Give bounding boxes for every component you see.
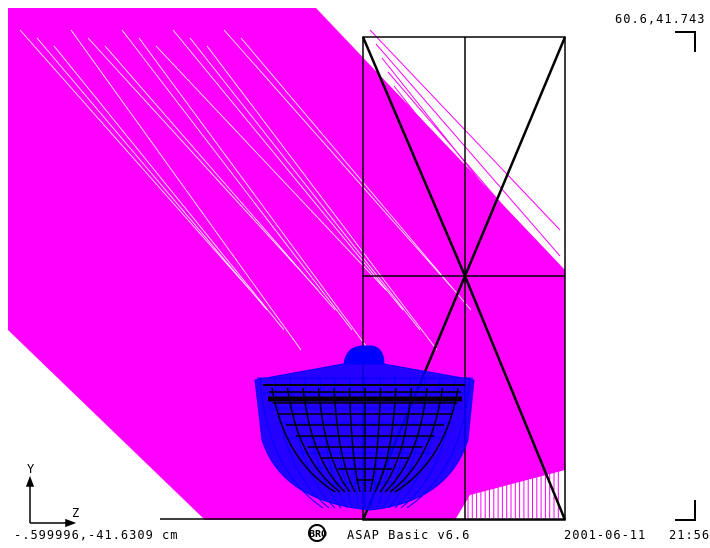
black-mesh-meridian xyxy=(271,387,336,493)
ray-line xyxy=(381,57,561,283)
ray-gap-line xyxy=(223,29,455,291)
black-mesh-meridian xyxy=(369,387,382,493)
ray-gap-line xyxy=(36,37,268,311)
ray-gap-line xyxy=(70,29,302,351)
black-mesh-lines xyxy=(269,387,461,493)
black-mesh-meridian xyxy=(348,387,361,493)
black-mesh-meridian xyxy=(286,387,341,493)
ray-line xyxy=(375,43,561,257)
ray-line xyxy=(393,155,561,357)
ray-line xyxy=(393,225,561,451)
ray-gaps xyxy=(19,29,472,351)
reflector-mesh-black xyxy=(263,384,465,493)
axis-z-label: Z xyxy=(72,506,81,520)
ray-gap-line xyxy=(172,29,404,311)
ray-gap-line xyxy=(155,45,387,291)
ray-line xyxy=(387,71,561,273)
axis-z-arrowhead xyxy=(65,518,77,528)
reflector-cap xyxy=(343,345,385,365)
frame-outer xyxy=(362,36,566,521)
ray-gap-line xyxy=(87,37,319,291)
blue-mesh-meridian xyxy=(259,377,324,509)
ray-gap-line xyxy=(53,45,285,331)
ray-line xyxy=(375,113,561,315)
render-time: 21:56 xyxy=(669,528,710,542)
corner-marker-top-right xyxy=(675,31,696,52)
black-mesh-meridian xyxy=(374,387,397,493)
ray-line xyxy=(393,85,561,299)
ray-gap-line xyxy=(104,45,336,311)
axis-y-label: Y xyxy=(27,462,36,476)
black-mesh-meridian xyxy=(379,387,413,493)
black-mesh-meridian xyxy=(394,387,459,493)
ray-line xyxy=(381,127,561,341)
ray-gap-line xyxy=(206,45,438,351)
ray-gap-line xyxy=(19,29,251,291)
corner-markers xyxy=(675,31,696,521)
ray-gap-line xyxy=(138,37,370,351)
ray-gap-line xyxy=(121,29,353,331)
ray-verticals xyxy=(467,330,559,518)
bro-logo: BRO xyxy=(308,524,327,542)
bro-logo-ring xyxy=(308,524,326,542)
black-mesh-meridian xyxy=(384,387,428,493)
corner-marker-bottom-right xyxy=(675,500,696,521)
ray-line xyxy=(375,183,561,409)
black-mesh-meridian xyxy=(317,387,351,493)
frame-diagonal-a xyxy=(361,36,467,277)
black-mesh-meridian xyxy=(389,387,444,493)
black-mesh-meridian xyxy=(333,387,356,493)
blue-mesh-meridian xyxy=(406,377,471,509)
axis-indicator xyxy=(25,475,77,528)
render-date: 2001-06-11 xyxy=(564,528,647,542)
corner-coords-bottom-left: -.599996,-41.6309 cm xyxy=(14,528,179,542)
ray-line xyxy=(381,197,561,399)
frame-diagonal-c xyxy=(463,275,567,521)
ray-gap-line xyxy=(189,37,421,331)
ray-gap-line xyxy=(240,37,472,311)
black-mesh-meridian xyxy=(302,387,346,493)
app-version-label: ASAP Basic v6.6 xyxy=(347,528,471,542)
axis-y-arrowhead xyxy=(25,475,35,487)
bro-logo-text: BRO xyxy=(309,529,327,540)
corner-coords-top-right: 60.6,41.743 xyxy=(615,12,706,26)
frame-diagonal-b xyxy=(463,36,567,277)
